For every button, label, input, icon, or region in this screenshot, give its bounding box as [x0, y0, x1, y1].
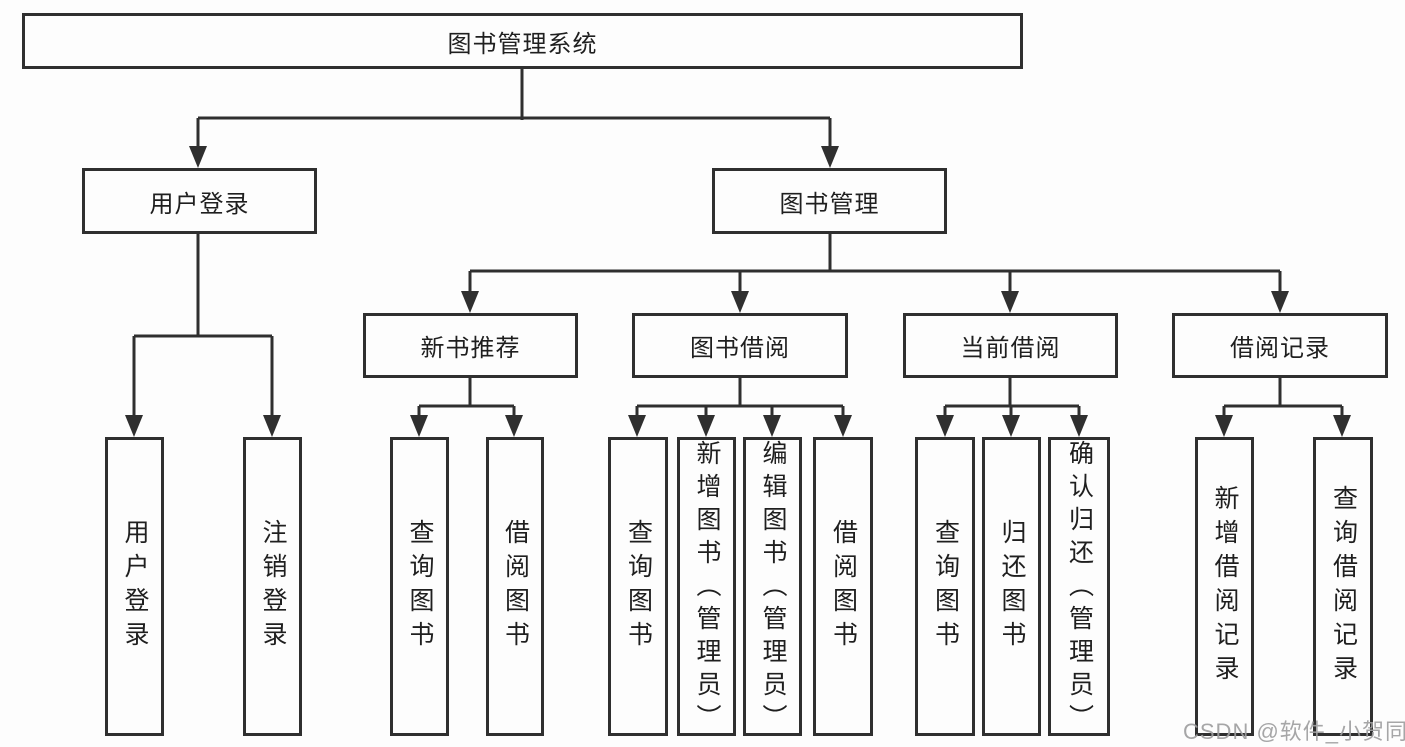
- leaf-borrow-books: 借阅图书: [813, 437, 873, 736]
- arrowhead-icon: [125, 415, 143, 437]
- arrowhead-icon: [410, 415, 428, 437]
- leaf-user-login: 用户登录: [105, 437, 164, 736]
- arrowhead-icon: [834, 415, 852, 437]
- arrowhead-icon: [189, 146, 207, 168]
- node-borrowing-records-label: 借阅记录: [1230, 335, 1330, 362]
- node-root-label: 图书管理系统: [447, 30, 598, 58]
- arrowhead-icon: [1333, 415, 1351, 437]
- leaf-edit-book-admin: 编辑图书（管理员）: [743, 437, 802, 737]
- arrowhead-icon: [1271, 291, 1289, 313]
- leaf-borrow-books-label: 借阅图书: [829, 518, 858, 655]
- arrowhead-icon: [263, 415, 281, 437]
- node-book-borrowing-label: 图书借阅: [690, 335, 790, 362]
- leaf-recommend-query-books: 查询图书: [390, 437, 449, 736]
- leaf-logout-label: 注销登录: [259, 518, 287, 655]
- leaf-confirm-return-admin: 确认归还（管理员）: [1048, 437, 1110, 737]
- arrowhead-icon: [505, 415, 523, 437]
- arrowhead-icon: [1070, 415, 1088, 437]
- node-new-book-recommend: 新书推荐: [363, 313, 578, 378]
- leaf-user-login-label: 用户登录: [121, 518, 149, 655]
- leaf-query-borrow-record: 查询借阅记录: [1313, 437, 1373, 736]
- leaf-add-book-admin-label: 新增图书（管理员）: [693, 440, 721, 737]
- node-book-borrowing: 图书借阅: [632, 313, 848, 378]
- arrowhead-icon: [731, 291, 749, 313]
- leaf-return-books-label: 归还图书: [998, 518, 1026, 655]
- arrowhead-icon: [697, 415, 715, 437]
- leaf-recommend-query-books-label: 查询图书: [406, 518, 434, 655]
- node-current-borrowing-label: 当前借阅: [960, 335, 1061, 362]
- arrowhead-icon: [1215, 415, 1233, 437]
- arrowhead-icon: [1001, 291, 1019, 313]
- node-book-management: 图书管理: [712, 168, 947, 234]
- arrowhead-icon: [763, 415, 781, 437]
- node-book-management-label: 图书管理: [779, 190, 880, 218]
- leaf-recommend-borrow-books: 借阅图书: [486, 437, 544, 736]
- leaf-current-query-books: 查询图书: [915, 437, 975, 736]
- leaf-add-book-admin: 新增图书（管理员）: [677, 437, 736, 737]
- arrowhead-icon: [1002, 415, 1020, 437]
- arrowhead-icon: [821, 146, 839, 168]
- arrowhead-icon: [936, 415, 954, 437]
- node-borrowing-records: 借阅记录: [1172, 313, 1388, 378]
- leaf-borrowing-query-books-label: 查询图书: [624, 518, 653, 655]
- leaf-add-borrow-record: 新增借阅记录: [1195, 437, 1254, 736]
- node-current-borrowing: 当前借阅: [903, 313, 1118, 378]
- leaf-current-query-books-label: 查询图书: [931, 518, 960, 655]
- node-user-login: 用户登录: [82, 168, 317, 234]
- leaf-confirm-return-admin-label: 确认归还（管理员）: [1065, 440, 1094, 737]
- leaf-logout: 注销登录: [243, 437, 302, 736]
- leaf-recommend-borrow-books-label: 借阅图书: [501, 518, 530, 655]
- watermark: CSDN @软件_小贺同学: [1183, 719, 1405, 744]
- node-user-login-label: 用户登录: [149, 190, 250, 218]
- arrowhead-icon: [628, 415, 646, 437]
- leaf-edit-book-admin-label: 编辑图书（管理员）: [759, 440, 787, 737]
- leaf-add-borrow-record-label: 新增借阅记录: [1211, 484, 1239, 689]
- node-root: 图书管理系统: [22, 13, 1023, 69]
- leaf-borrowing-query-books: 查询图书: [608, 437, 668, 736]
- leaf-query-borrow-record-label: 查询借阅记录: [1329, 484, 1358, 689]
- leaf-return-books: 归还图书: [982, 437, 1041, 736]
- node-new-book-recommend-label: 新书推荐: [420, 335, 521, 362]
- arrowhead-icon: [461, 291, 479, 313]
